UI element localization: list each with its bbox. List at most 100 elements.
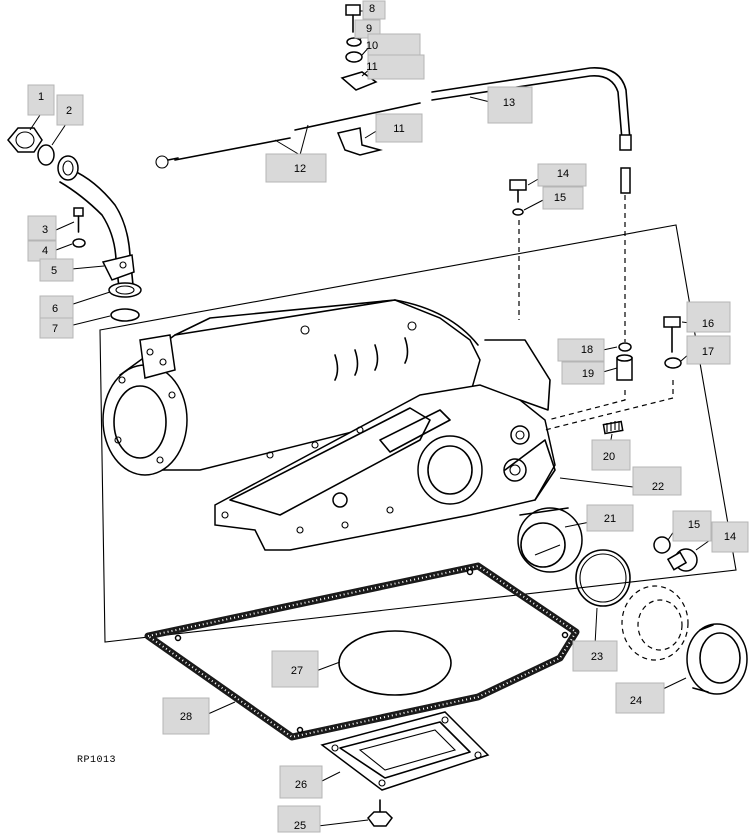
oring-part-18 — [618, 342, 632, 352]
oring-part-15-bottom — [653, 536, 671, 554]
svg-text:11: 11 — [393, 123, 404, 135]
washer-part-17 — [664, 357, 682, 369]
svg-text:18: 18 — [581, 344, 593, 356]
svg-text:23: 23 — [591, 651, 603, 663]
plug-part-14-bottom — [666, 548, 698, 572]
screw-part-20 — [602, 420, 624, 435]
bolt-part-3 — [73, 207, 84, 233]
bolt-part-8 — [345, 4, 361, 33]
seal-part-6-inner — [115, 285, 135, 295]
callout-25: 25 — [277, 805, 321, 833]
callout-7: 7 — [39, 317, 74, 339]
callout-3: 3 — [27, 215, 57, 241]
dashed-line-connector — [547, 390, 626, 421]
oring-part-7 — [110, 308, 140, 322]
svg-text:21: 21 — [604, 513, 616, 525]
svg-text:12: 12 — [294, 163, 306, 175]
svg-text:20: 20 — [603, 451, 615, 463]
callout-11b: 11 — [375, 113, 423, 143]
svg-text:4: 4 — [42, 245, 48, 257]
svg-text:9: 9 — [366, 23, 372, 35]
callout-28: 28 — [162, 697, 210, 735]
callout-26: 26 — [279, 765, 323, 799]
background-plane — [99, 224, 737, 643]
svg-text:14: 14 — [557, 168, 569, 180]
svg-text:10: 10 — [366, 40, 378, 52]
svg-text:2: 2 — [66, 105, 72, 117]
callout-20: 20 — [591, 439, 631, 471]
bolt-part-14-top — [509, 179, 527, 203]
tube-part-5 — [57, 155, 135, 289]
svg-text:17: 17 — [702, 346, 714, 358]
svg-text:24: 24 — [630, 695, 642, 707]
svg-text:3: 3 — [42, 224, 48, 236]
callout-24: 24 — [615, 682, 665, 714]
callout-4: 4 — [27, 240, 57, 262]
svg-text:15: 15 — [688, 519, 700, 531]
seal-part-6 — [108, 282, 142, 298]
callout-17: 17 — [686, 335, 731, 365]
callout-15a: 15 — [542, 186, 584, 210]
callout-27: 27 — [271, 650, 319, 688]
dashed-line-16 — [544, 380, 674, 431]
callout-21: 21 — [586, 504, 634, 532]
svg-text:7: 7 — [52, 323, 58, 335]
svg-text:6: 6 — [52, 303, 58, 315]
ring-part-2 — [37, 144, 55, 166]
callout-2: 2 — [56, 94, 84, 126]
svg-text:25: 25 — [294, 820, 306, 832]
washer-part-9 — [346, 37, 362, 47]
bolt-part-25 — [367, 799, 393, 827]
gasket-part-28 — [144, 562, 580, 741]
svg-text:13: 13 — [503, 97, 515, 109]
rod-part-12 — [155, 102, 421, 169]
svg-text:1: 1 — [38, 91, 44, 103]
callout-15b: 15 — [672, 510, 712, 542]
svg-text:26: 26 — [295, 779, 307, 791]
callout-6: 6 — [39, 295, 74, 319]
housing-part-22 — [102, 299, 556, 551]
washer-part-15-top — [512, 208, 524, 216]
callout-16: 16 — [686, 301, 731, 333]
svg-text:16: 16 — [702, 318, 714, 330]
svg-text:8: 8 — [369, 3, 375, 15]
oring-part-23 — [575, 549, 631, 607]
svg-text:28: 28 — [180, 711, 192, 723]
svg-text:27: 27 — [291, 665, 303, 677]
cover-part-26 — [320, 711, 490, 791]
seal-part-24 — [686, 623, 748, 695]
callout-23: 23 — [572, 640, 618, 672]
svg-text:22: 22 — [652, 481, 664, 493]
callout-22: 22 — [632, 466, 682, 496]
callout-10: 10 — [366, 33, 421, 59]
sleeve-part-19 — [616, 354, 633, 381]
callout-8: 8 — [362, 0, 386, 20]
reference-code: RP1013 — [77, 755, 117, 766]
svg-text:5: 5 — [51, 265, 57, 277]
callout-12: 12 — [265, 153, 327, 183]
callout-19: 19 — [561, 361, 605, 385]
svg-text:15: 15 — [554, 192, 566, 204]
svg-text:19: 19 — [582, 368, 594, 380]
washer-part-10 — [345, 51, 363, 63]
callout-13: 13 — [487, 86, 533, 124]
phantom-part — [621, 585, 689, 661]
oring-part-27 — [338, 630, 452, 696]
cap-part-1 — [7, 127, 43, 153]
callout-14a: 14 — [537, 163, 587, 187]
clip-part-11-lower — [336, 127, 383, 156]
washer-part-4 — [72, 238, 86, 248]
svg-text:11: 11 — [366, 61, 377, 73]
tube-part-13 — [431, 67, 632, 194]
callout-11a: 11 — [366, 54, 425, 80]
callout-14b: 14 — [711, 521, 749, 553]
bolt-part-16 — [663, 316, 681, 353]
bushing-part-21 — [517, 507, 583, 573]
oring-part-23-inner — [579, 553, 627, 603]
svg-text:14: 14 — [724, 531, 736, 543]
callout-18: 18 — [557, 338, 605, 362]
callout-5: 5 — [39, 258, 74, 282]
callout-1: 1 — [27, 84, 55, 116]
